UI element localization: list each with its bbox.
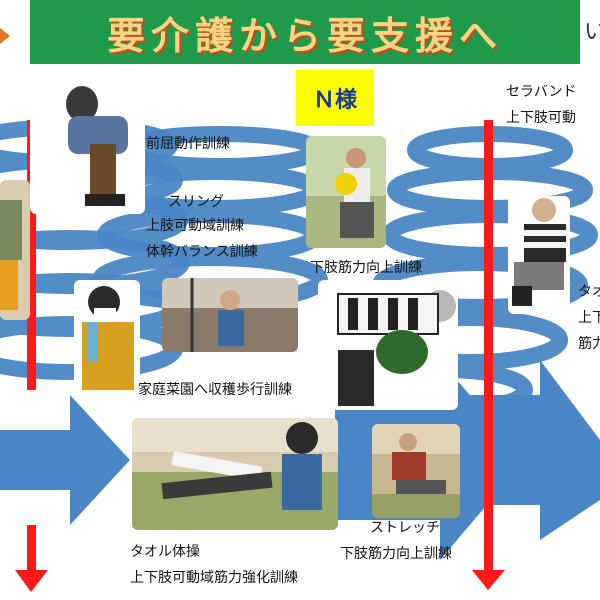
label-theraband: セラバンド — [506, 84, 577, 100]
patient-name-tag: Ｎ様 — [296, 70, 374, 126]
left-red-bar-upper — [27, 120, 36, 390]
title-banner: 要介護から要支援へ — [30, 0, 580, 64]
photo-theraband — [508, 196, 570, 314]
label-sling: スリング — [168, 194, 224, 210]
left-red-arrowhead — [15, 570, 48, 592]
label-lower-strength-2: 下肢筋力向上訓練 — [340, 546, 452, 562]
left-red-bar-lower — [27, 525, 36, 570]
label-updown-right: 上下 — [578, 310, 600, 326]
left-big-arrow — [0, 395, 130, 525]
label-rom-right: 上下肢可動 — [506, 110, 576, 126]
label-upper-rom: 上肢可動域訓練 — [146, 218, 244, 234]
banner-title: 要介護から要支援へ — [106, 13, 503, 58]
label-trunk-balance: 体幹バランス訓練 — [146, 244, 258, 260]
right-red-bar-upper — [484, 120, 493, 540]
edge-glyph: い — [584, 20, 600, 45]
photo-left-edge-person — [0, 180, 30, 320]
right-big-arrow — [470, 360, 600, 540]
photo-staff-woman — [74, 280, 140, 390]
right-red-arrowhead — [472, 570, 505, 590]
label-garden-walk: 家庭菜園へ収穫歩行訓練 — [138, 382, 292, 398]
label-strength-right: 筋力 — [578, 336, 600, 352]
label-lower-strength-1: 下肢筋力向上訓練 — [310, 260, 422, 276]
photo-towel-exercise — [132, 418, 338, 530]
right-red-bar-lower — [484, 540, 493, 570]
label-rom-strength: 上下肢可動域筋力強化訓練 — [130, 570, 298, 586]
photo-watermelon-harvest — [318, 280, 458, 410]
label-stretch: ストレッチ — [370, 520, 440, 536]
photo-forward-bend — [30, 84, 145, 214]
label-towel-exercise: タオル体操 — [130, 544, 200, 560]
label-forward-bend: 前屈動作訓練 — [146, 136, 230, 152]
label-towel-right: タオ — [578, 284, 600, 300]
photo-stretch — [372, 424, 460, 518]
orange-arrow-icon — [0, 28, 10, 44]
photo-sling — [162, 278, 298, 352]
photo-lower-limb-1 — [306, 136, 386, 248]
